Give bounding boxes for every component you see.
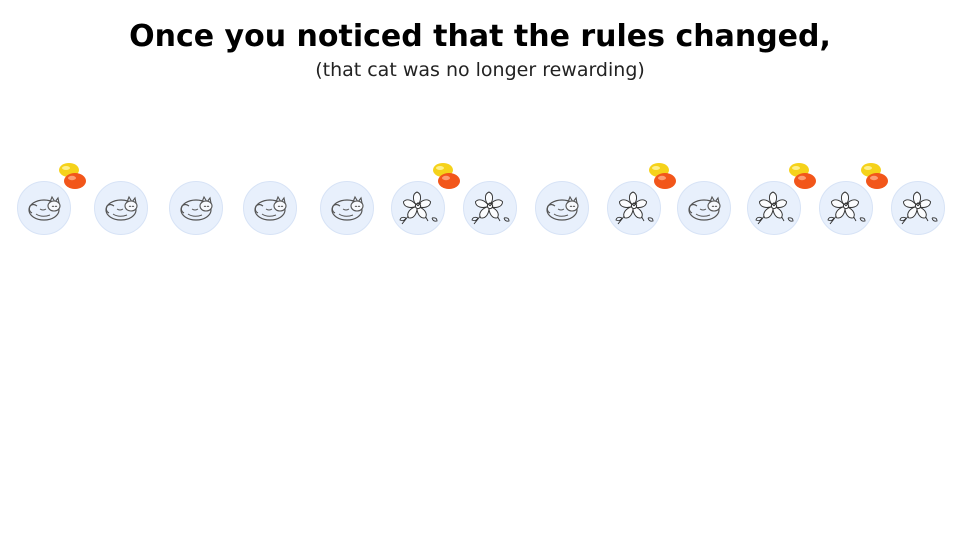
flower-token xyxy=(747,181,801,235)
cat-token xyxy=(94,181,148,235)
jellybean-reward-icon xyxy=(431,160,465,192)
cat-icon xyxy=(250,193,290,223)
cat-icon xyxy=(327,193,367,223)
flower-icon xyxy=(614,188,654,228)
jellybean-reward-icon xyxy=(787,160,821,192)
cat-icon xyxy=(101,193,141,223)
cat-token xyxy=(677,181,731,235)
jellybean-reward-icon xyxy=(57,160,91,192)
cat-icon xyxy=(24,193,64,223)
cat-token xyxy=(535,181,589,235)
flower-token xyxy=(391,181,445,235)
flower-icon xyxy=(754,188,794,228)
cat-icon xyxy=(176,193,216,223)
slide-subtitle: (that cat was no longer rewarding) xyxy=(315,59,645,81)
cat-token xyxy=(169,181,223,235)
flower-token xyxy=(819,181,873,235)
flower-icon xyxy=(898,188,938,228)
flower-icon xyxy=(826,188,866,228)
jellybean-reward-icon xyxy=(647,160,681,192)
flower-token xyxy=(463,181,517,235)
cat-token xyxy=(17,181,71,235)
flower-icon xyxy=(398,188,438,228)
flower-icon xyxy=(470,188,510,228)
jellybean-reward-icon xyxy=(859,160,893,192)
cat-icon xyxy=(542,193,582,223)
cat-token xyxy=(320,181,374,235)
flower-token xyxy=(607,181,661,235)
slide-title: Once you noticed that the rules changed, xyxy=(129,19,831,54)
flower-token xyxy=(891,181,945,235)
cat-token xyxy=(243,181,297,235)
cat-icon xyxy=(684,193,724,223)
